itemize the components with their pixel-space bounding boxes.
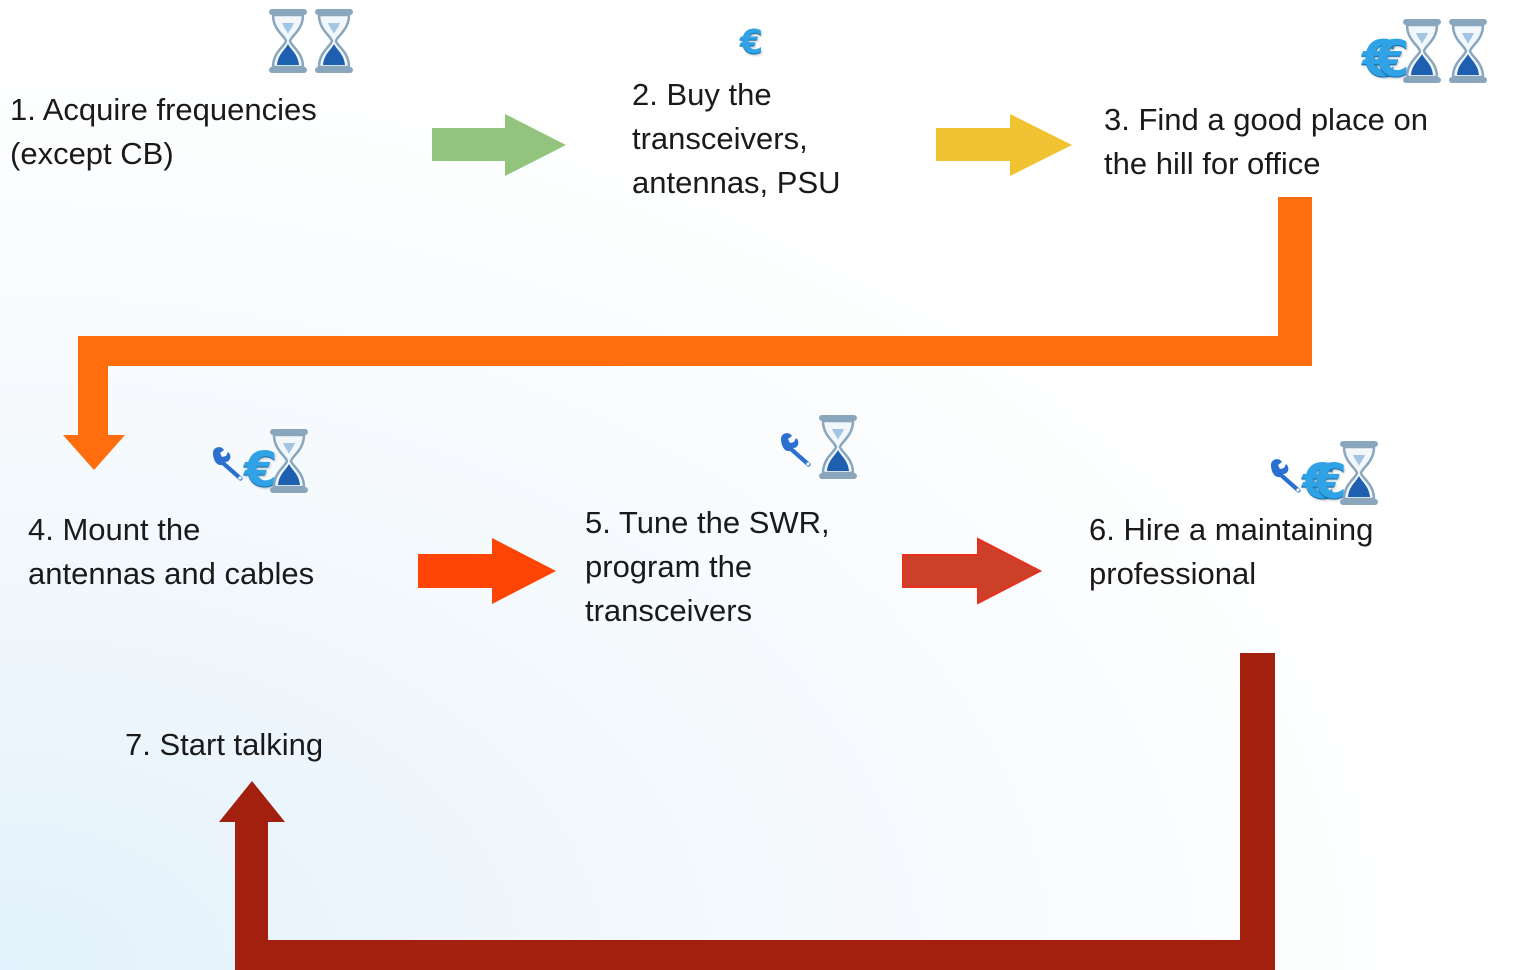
step-3-text: 3. Find a good place on the hill for off… bbox=[1104, 102, 1429, 181]
hourglass-icon bbox=[816, 414, 860, 480]
arrow-4-to-5 bbox=[418, 538, 556, 604]
hourglass-icon bbox=[267, 428, 311, 494]
euro-icon: € bbox=[244, 442, 278, 498]
step-7-text: 7. Start talking bbox=[125, 727, 324, 762]
hourglass-icon bbox=[312, 8, 356, 74]
step-4-text: 4. Mount the antennas and cables bbox=[28, 512, 315, 591]
step-3-icons: €€ bbox=[1362, 14, 1490, 84]
step-1-icons bbox=[266, 8, 356, 74]
euro-icon: € bbox=[1302, 454, 1336, 510]
hourglass-icon bbox=[1446, 18, 1490, 84]
wrench-icon bbox=[776, 430, 816, 470]
hourglass-icon bbox=[1337, 440, 1381, 506]
euro-icon: € bbox=[1374, 30, 1410, 88]
arrow-6-to-7 bbox=[219, 653, 1275, 970]
step-2-icons: € bbox=[740, 12, 763, 58]
hourglass-icon bbox=[1400, 18, 1444, 84]
wrench-icon bbox=[1266, 456, 1306, 496]
step-6-icons: €€ bbox=[1266, 440, 1381, 506]
step-4-icons: € bbox=[208, 428, 311, 494]
arrow-5-to-6 bbox=[902, 537, 1043, 605]
step-5-text: 5. Tune the SWR, program the transceiver… bbox=[585, 505, 830, 628]
euro-icon: € bbox=[1362, 30, 1397, 88]
arrow-2-to-3 bbox=[936, 114, 1072, 176]
euro-icon: € bbox=[740, 22, 763, 61]
arrow-1-to-2 bbox=[432, 114, 566, 176]
step-5-icons bbox=[776, 414, 860, 480]
step-1-text: 1. Acquire frequencies (except CB) bbox=[10, 92, 317, 171]
euro-icon: € bbox=[1313, 454, 1347, 510]
wrench-icon bbox=[208, 444, 248, 484]
hourglass-icon bbox=[266, 8, 310, 74]
step-6-text: 6. Hire a maintaining professional bbox=[1089, 512, 1374, 591]
step-2-text: 2. Buy the transceivers, antennas, PSU bbox=[632, 77, 841, 200]
